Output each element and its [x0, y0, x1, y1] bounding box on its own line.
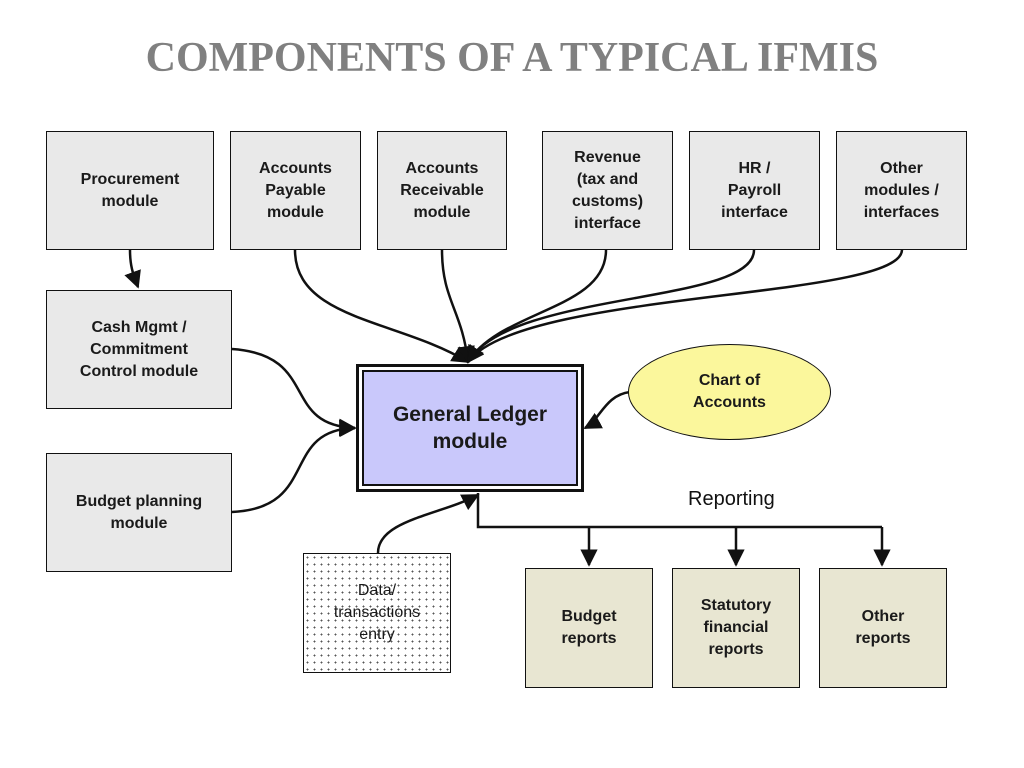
arrow-ar-to-gl	[440, 249, 475, 364]
arrow-entry-to-gl	[376, 493, 480, 554]
accounts-payable-line-3: module	[267, 203, 324, 221]
revenue-line-3: customs)	[571, 192, 644, 210]
accounts-receivable-module[interactable]: Accounts Receivable module	[377, 131, 507, 250]
data-transactions-entry[interactable]: Data/ transactions entry	[303, 553, 451, 673]
reporting-label: Reporting	[688, 488, 775, 510]
hr-payroll-line-2: Payroll	[727, 181, 782, 199]
procurement-module[interactable]: Procurement module	[46, 131, 214, 250]
revenue-line-1: Revenue	[574, 148, 641, 166]
other-reports[interactable]: Other reports	[819, 568, 947, 688]
cash-mgmt-line-1: Cash Mgmt /	[91, 318, 187, 336]
accounts-receivable-line-1: Accounts	[405, 159, 479, 177]
procurement-module-line-2: module	[101, 192, 159, 210]
arrow-coa-to-gl	[583, 390, 631, 430]
other-reports-line-2: reports	[855, 630, 911, 647]
cash-mgmt-line-3: Control module	[79, 362, 199, 380]
revenue-line-4: interface	[574, 214, 641, 232]
chart-of-accounts-line-1: Chart of	[698, 372, 761, 389]
accounts-payable-module[interactable]: Accounts Payable module	[230, 131, 361, 250]
procurement-module-line-1: Procurement	[80, 170, 180, 188]
hr-payroll-line-1: HR /	[738, 159, 771, 177]
other-reports-line-1: Other	[861, 608, 905, 625]
accounts-receivable-line-3: module	[413, 203, 471, 221]
page-title: COMPONENTS OF A TYPICAL IFMIS	[145, 35, 879, 81]
arrow-budget-to-gl	[231, 419, 357, 514]
budget-planning-line-2: module	[110, 514, 168, 532]
revenue-line-2: (tax and	[576, 170, 639, 188]
general-ledger-module[interactable]: General Ledger module	[356, 364, 584, 492]
reporting-trunk	[476, 493, 882, 529]
budget-planning-line-1: Budget planning	[75, 492, 203, 510]
accounts-payable-line-1: Accounts	[259, 159, 332, 177]
chart-of-accounts[interactable]: Chart of Accounts	[628, 344, 831, 440]
budget-reports-line-1: Budget	[561, 608, 617, 625]
general-ledger-line-1: General Ledger	[392, 403, 548, 426]
arrow-other-to-gl	[466, 249, 904, 364]
hr-payroll-line-3: interface	[721, 203, 788, 221]
data-entry-line-3: entry	[359, 626, 395, 643]
arrow-ap-to-gl	[293, 249, 470, 364]
general-ledger-line-2: module	[432, 430, 508, 453]
cash-mgmt-module[interactable]: Cash Mgmt / Commitment Control module	[46, 290, 232, 409]
data-entry-line-1: Data/	[357, 582, 397, 599]
statutory-reports-line-2: financial	[703, 619, 769, 636]
chart-of-accounts-line-2: Accounts	[693, 394, 766, 411]
budget-reports-line-2: reports	[561, 630, 617, 647]
accounts-receivable-line-2: Receivable	[400, 181, 484, 199]
other-modules-line-3: interfaces	[863, 203, 940, 221]
arrow-cash-to-gl	[231, 347, 357, 437]
other-modules-line-2: modules /	[864, 181, 939, 199]
budget-planning-module[interactable]: Budget planning module	[46, 453, 232, 572]
statutory-reports-line-1: Statutory	[700, 597, 772, 614]
hr-payroll-interface[interactable]: HR / Payroll interface	[689, 131, 820, 250]
other-modules-interfaces[interactable]: Other modules / interfaces	[836, 131, 967, 250]
other-modules-line-1: Other	[880, 159, 923, 177]
arrow-procurement-to-cash	[124, 249, 141, 289]
data-entry-line-2: transactions	[333, 604, 421, 621]
arrow-hr-to-gl	[466, 249, 756, 364]
statutory-reports-line-3: reports	[708, 641, 764, 658]
revenue-interface[interactable]: Revenue (tax and customs) interface	[542, 131, 673, 250]
accounts-payable-line-2: Payable	[265, 181, 326, 199]
statutory-financial-reports[interactable]: Statutory financial reports	[672, 568, 800, 688]
cash-mgmt-line-2: Commitment	[90, 340, 188, 358]
budget-reports[interactable]: Budget reports	[525, 568, 653, 688]
